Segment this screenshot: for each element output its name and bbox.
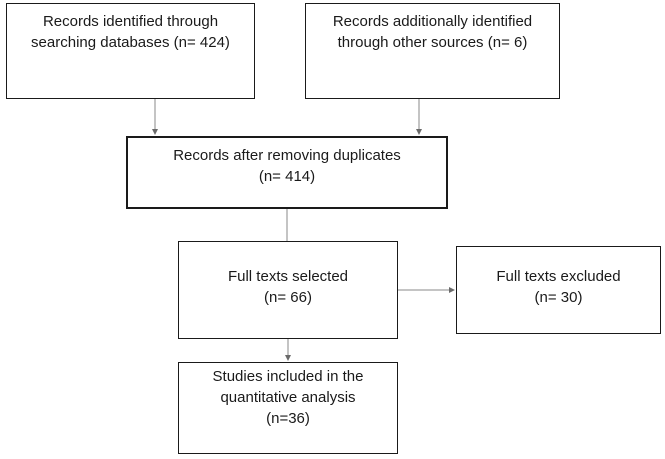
records-database-search-box: Records identified through searching dat… xyxy=(6,3,255,99)
full-texts-excluded-line1: Full texts excluded xyxy=(496,268,621,285)
records-after-dedup-line2: (n= 414) xyxy=(258,168,316,185)
records-other-sources-line2: through other sources (n= 6) xyxy=(337,34,528,51)
full-texts-excluded-line2: (n= 30) xyxy=(534,289,583,306)
studies-included-line1: Studies included in the xyxy=(212,368,364,385)
full-texts-excluded-box: Full texts excluded (n= 30) xyxy=(456,246,661,334)
full-texts-selected-line2: (n= 66) xyxy=(264,289,312,306)
records-other-sources-box: Records additionally identified through … xyxy=(305,3,560,99)
records-other-sources-line1: Records additionally identified xyxy=(332,13,533,30)
full-texts-selected-line1: Full texts selected xyxy=(227,268,349,285)
records-after-dedup-box: Records after removing duplicates (n= 41… xyxy=(126,136,448,209)
records-database-search-line1: Records identified through xyxy=(42,13,219,30)
studies-included-line2: quantitative analysis xyxy=(220,389,356,406)
records-database-search-line2: searching databases (n= 424) xyxy=(31,34,230,51)
records-after-dedup-line1: Records after removing duplicates xyxy=(173,147,401,164)
studies-included-box: Studies included in the quantitative ana… xyxy=(178,362,398,454)
full-texts-selected-box: Full texts selected (n= 66) xyxy=(178,241,398,339)
studies-included-line3: (n=36) xyxy=(266,410,310,427)
